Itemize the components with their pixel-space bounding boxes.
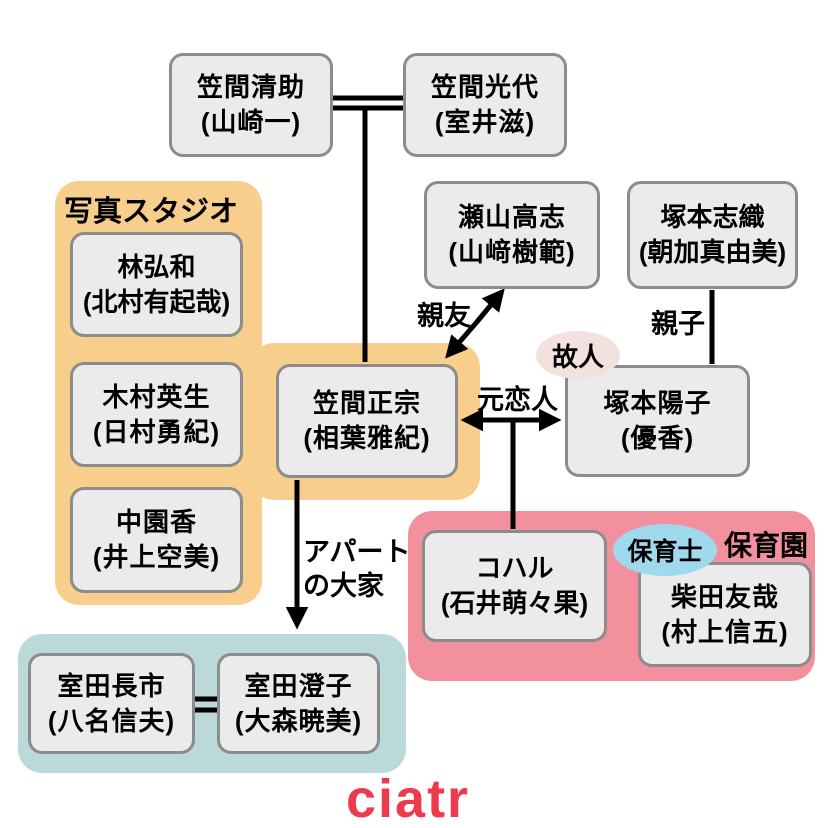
parent-child-label: 親子 <box>651 309 705 339</box>
person-name: 笠間正宗 <box>312 388 421 418</box>
person-actor: (優香) <box>620 423 695 453</box>
person-box-kimura-hideo: 木村英生 (日村勇紀) <box>70 362 243 467</box>
person-actor: (相葉雅紀) <box>303 423 431 453</box>
person-actor: (山崎一) <box>200 107 302 137</box>
person-box-muroda-sumiko: 室田澄子 (大森暁美) <box>217 653 380 754</box>
person-box-muroda-choichi: 室田長市 (八名信夫) <box>28 653 195 754</box>
person-name: 笠間清助 <box>196 72 305 102</box>
person-box-koharu: コハル (石井萌々果) <box>422 530 607 642</box>
person-name: 瀬山高志 <box>457 202 566 232</box>
person-box-hayashi-hirokazu: 林弘和 (北村有起哉) <box>70 232 243 337</box>
person-box-seyama-takashi: 瀬山高志 (山﨑樹範) <box>424 181 600 289</box>
person-name: コハル <box>475 553 554 583</box>
person-actor: (朝加真由美) <box>638 237 787 267</box>
person-actor: (室井滋) <box>434 107 536 137</box>
person-actor: (井上空美) <box>92 542 221 572</box>
person-actor: (日村勇紀) <box>92 416 221 447</box>
landlord-label-line1: アパート <box>303 537 411 567</box>
person-name: 林弘和 <box>117 251 196 282</box>
person-name: 室田長市 <box>57 670 166 701</box>
person-box-kasama-mitsuyo: 笠間光代 (室井滋) <box>403 53 567 157</box>
person-box-tsukamoto-shiori: 塚本志織 (朝加真由美) <box>627 181 798 289</box>
person-name: 笠間光代 <box>430 72 539 102</box>
person-name: 柴田友哉 <box>670 581 779 612</box>
person-name: 中園香 <box>115 507 197 537</box>
nursery-label: 保育園 <box>724 530 809 561</box>
person-name: 塚本陽子 <box>603 388 712 418</box>
best-friend-label: 親友 <box>417 301 471 331</box>
person-name: 木村英生 <box>102 381 211 412</box>
person-box-nakazono-kaori: 中園香 (井上空美) <box>70 487 243 593</box>
person-actor: (八名信夫) <box>47 705 176 736</box>
person-box-kasama-masamune: 笠間正宗 (相葉雅紀) <box>276 364 458 478</box>
person-box-shibata-tomoya: 柴田友哉 (村上信五) <box>638 562 812 667</box>
person-box-kasama-seisuke: 笠間清助 (山崎一) <box>169 53 333 157</box>
person-actor: (村上信五) <box>661 616 789 647</box>
ex-lovers-label: 元恋人 <box>477 385 558 415</box>
person-actor: (石井萌々果) <box>440 588 589 618</box>
deceased-badge-label: 故人 <box>551 341 604 372</box>
person-box-tsukamoto-yoko: 塚本陽子 (優香) <box>565 365 750 477</box>
landlord-label-line2: の大家 <box>303 571 384 601</box>
deceased-badge: 故人 <box>536 331 620 379</box>
best-friend-arrow-down <box>445 321 478 359</box>
ciatr-logo: ciatr <box>346 769 471 828</box>
nursery-teacher-badge-label: 保育士 <box>627 538 703 566</box>
photo-studio-label: 写真スタジオ <box>64 196 239 228</box>
person-actor: (北村有起哉) <box>82 286 231 317</box>
person-name: 塚本志織 <box>660 202 765 232</box>
person-name: 室田澄子 <box>244 670 353 701</box>
best-friend-arrow-up <box>474 288 505 325</box>
person-actor: (大森暁美) <box>234 705 363 736</box>
person-actor: (山﨑樹範) <box>448 237 576 267</box>
nursery-teacher-badge: 保育士 <box>613 524 717 576</box>
